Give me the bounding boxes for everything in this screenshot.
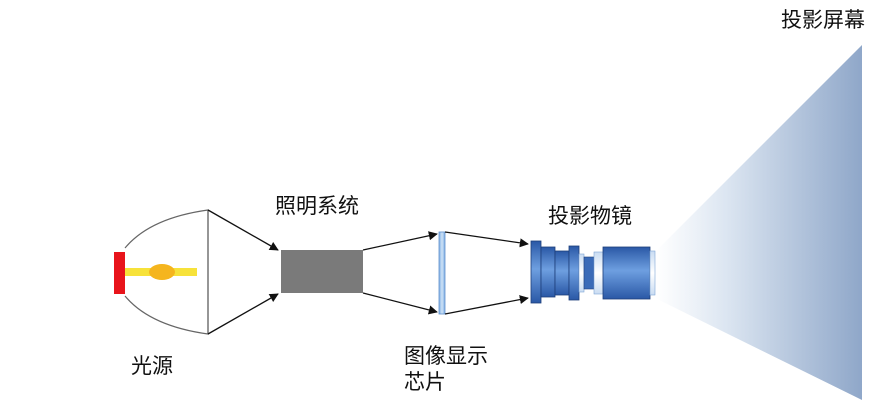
label-light-source: 光源 <box>131 354 173 378</box>
lamp-base <box>114 252 125 294</box>
display-chip <box>438 231 446 315</box>
label-projection-screen: 投影屏幕 <box>781 8 865 32</box>
label-display-chip: 图像显示 芯片 <box>404 343 488 396</box>
ray-to-lens-bottom <box>444 295 529 315</box>
ray-to-chip-bottom <box>362 292 438 315</box>
label-display-chip-line2: 芯片 <box>404 370 446 395</box>
label-projection-lens: 投影物镜 <box>548 204 632 228</box>
ray-to-chip-top <box>362 231 438 251</box>
arrow-to-illumination-top <box>207 209 279 251</box>
illumination-system-block <box>281 250 363 293</box>
label-display-chip-line1: 图像显示 <box>404 344 488 368</box>
projection-beam <box>655 45 862 400</box>
projection-lens-assembly <box>530 240 656 304</box>
label-illumination-system: 照明系统 <box>275 194 359 218</box>
lamp-glow <box>149 264 175 280</box>
arrow-to-illumination-bottom <box>207 293 279 335</box>
ray-to-lens-top <box>444 231 529 248</box>
